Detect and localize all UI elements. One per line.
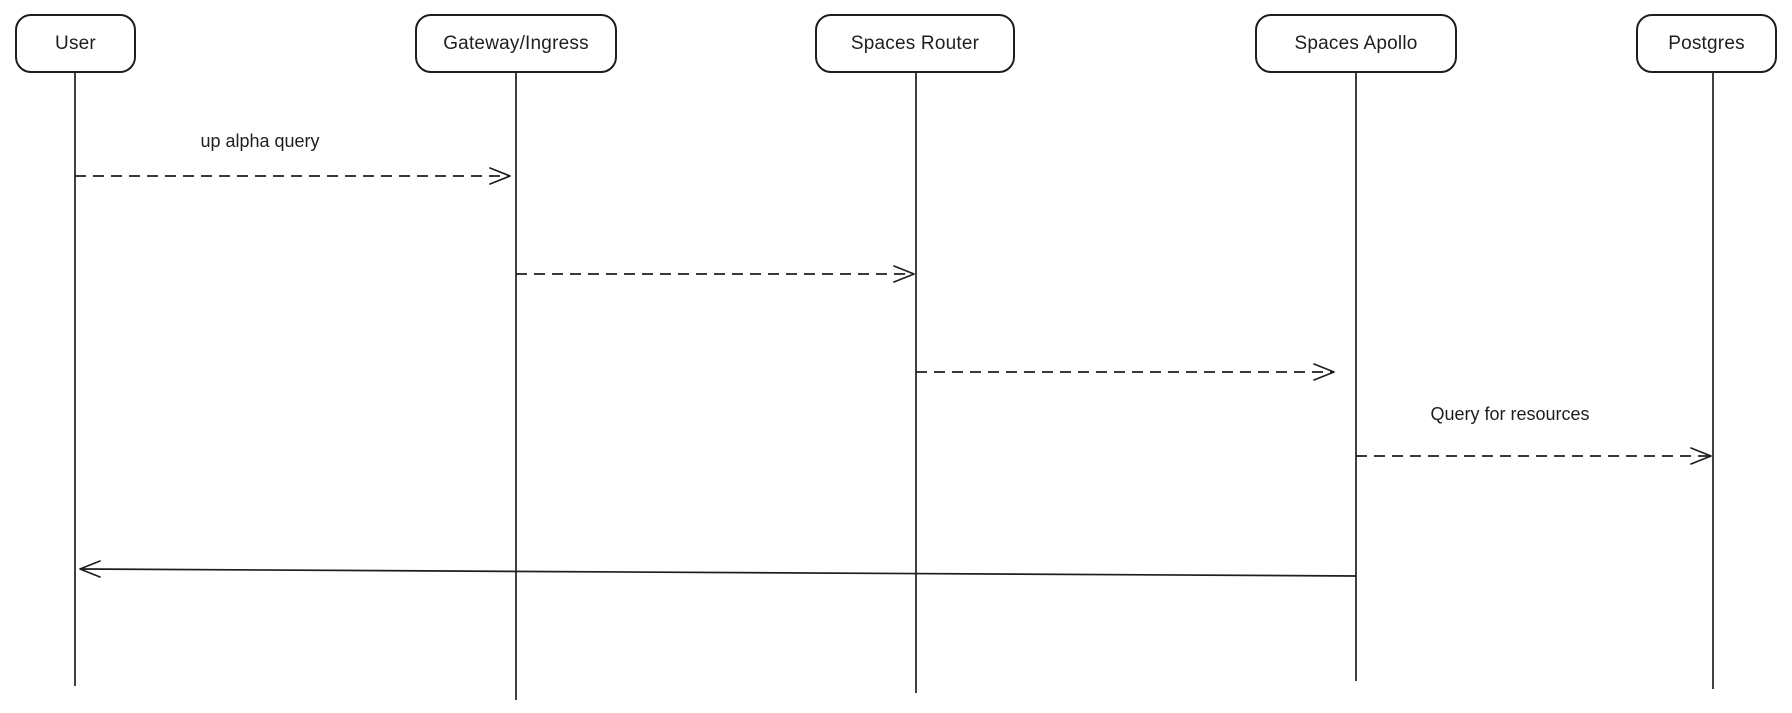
- message-label-3: Query for resources: [1430, 404, 1590, 424]
- message-arrow-2-spaces-router-to-spaces-apollo: [916, 363, 1335, 381]
- actor-label-spaces-router: Spaces Router: [850, 32, 980, 54]
- arrowhead: [1690, 447, 1712, 465]
- arrowhead: [893, 265, 915, 283]
- actor-label-postgres: Postgres: [1668, 32, 1745, 54]
- arrowhead: [79, 560, 101, 578]
- arrowhead: [1313, 363, 1335, 381]
- message-arrow-0-user-to-gateway-ingress: [75, 167, 511, 185]
- actor-label-gateway-ingress: Gateway/Ingress: [443, 32, 589, 54]
- message-arrow-3-spaces-apollo-to-postgres: [1356, 447, 1712, 465]
- actor-label-user: User: [55, 32, 96, 54]
- actor-label-spaces-apollo: Spaces Apollo: [1294, 32, 1418, 54]
- actor-box-gateway-ingress: Gateway/Ingress: [415, 14, 617, 73]
- actor-box-postgres: Postgres: [1636, 14, 1777, 73]
- message-label-0: up alpha query: [200, 131, 320, 151]
- message-arrow-4-spaces-apollo-to-user: [79, 560, 1357, 578]
- message-arrow-1-gateway-ingress-to-spaces-router: [516, 265, 915, 283]
- actor-box-spaces-apollo: Spaces Apollo: [1255, 14, 1457, 73]
- arrowhead: [489, 167, 511, 185]
- message-shaft: [79, 568, 1357, 577]
- actor-box-user: User: [15, 14, 136, 73]
- actor-box-spaces-router: Spaces Router: [815, 14, 1015, 73]
